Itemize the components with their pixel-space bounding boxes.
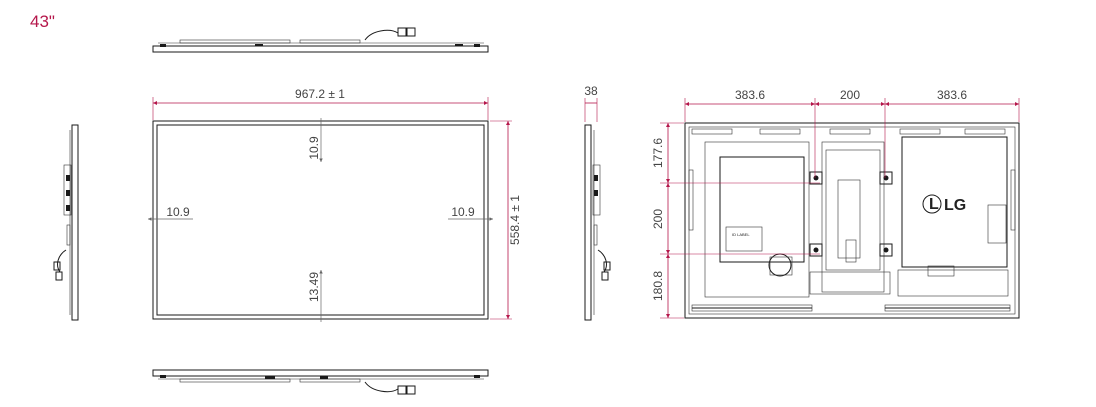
front-height-label: 558.4 ± 1: [508, 195, 522, 245]
rear-v-top-label: 177.6: [651, 138, 665, 168]
bezel-top-label: 10.9: [307, 136, 321, 160]
depth-dimension: [584, 98, 598, 122]
bezel-right-label: 10.9: [451, 205, 475, 219]
right-side-view: [584, 124, 611, 321]
rear-v-middle-label: 200: [651, 209, 665, 229]
rear-v-bottom-label: 180.8: [651, 271, 665, 301]
rear-h-right-label: 383.6: [937, 88, 967, 102]
rear-vertical-dimensions: [660, 122, 820, 319]
bezel-left-label: 10.9: [166, 205, 190, 219]
bezel-bottom-label: 13.49: [307, 272, 321, 302]
left-side-view: [53, 124, 79, 321]
rear-horizontal-dimensions: [684, 98, 1020, 178]
depth-label: 38: [584, 84, 598, 98]
rear-lg-logo: LG: [944, 197, 966, 214]
size-label: 43": [30, 12, 55, 31]
front-width-dimension: [152, 97, 489, 120]
front-height-dimension: [490, 120, 512, 320]
front-view: [152, 120, 489, 320]
top-view: [152, 27, 489, 53]
rear-id-label: ID LABEL: [732, 232, 750, 237]
rear-h-left-label: 383.6: [735, 88, 765, 102]
front-width-label: 967.2 ± 1: [295, 87, 345, 101]
svg-text:L: L: [929, 196, 939, 213]
rear-h-center-label: 200: [840, 88, 860, 102]
rear-view: ID LABEL L LG: [684, 122, 1020, 319]
bottom-view: [152, 369, 489, 395]
